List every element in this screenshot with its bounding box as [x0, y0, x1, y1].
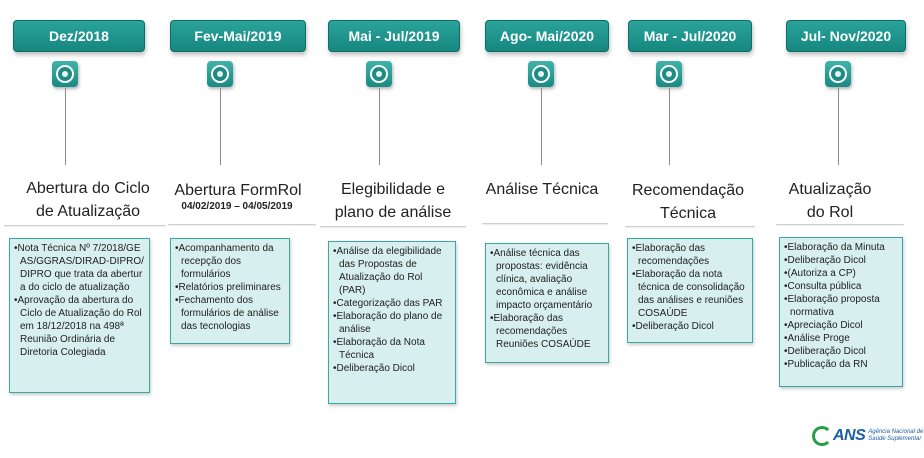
timeline-node-6-icon	[825, 61, 851, 87]
phase-title-6-line-1: Atualização	[788, 181, 872, 198]
timeline-node-3-icon	[366, 61, 392, 87]
phase-title-3-line-2: plano de análise	[334, 204, 452, 221]
phase-4-item-1: Análise técnica das propostas: evidência…	[490, 247, 604, 312]
connector-line-6	[838, 88, 839, 165]
ans-logo-icon	[812, 426, 832, 446]
phase-date-5: Mar - Jul/2020	[628, 20, 752, 52]
phase-3-item-4: Elaboração da Nota Técnica	[333, 336, 451, 362]
phase-box-6: Elaboração da Minuta Deliberação Dicol (…	[779, 237, 903, 387]
phase-title-5-line-2: Técnica	[659, 205, 717, 222]
phase-1-item-2: Aprovação da abertura do Ciclo de Atuali…	[14, 294, 145, 359]
phase-6-item-7: Análise Proge	[784, 332, 898, 345]
phase-5-item-1: Elaboração das recomendações	[632, 242, 748, 268]
phase-date-4: Ago- Mai/2020	[485, 20, 609, 52]
connector-line-4	[541, 88, 542, 165]
timeline-node-5-icon	[656, 61, 682, 87]
phase-box-4: Análise técnica das propostas: evidência…	[485, 243, 609, 363]
connector-line-1	[65, 88, 66, 165]
phase-6-item-4: Consulta pública	[784, 280, 898, 293]
phase-date-2: Fev-Mai/2019	[170, 20, 306, 52]
phase-title-6-line-2: do Rol	[806, 204, 854, 221]
phase-date-3: Mai - Jul/2019	[328, 20, 460, 52]
timeline-node-1-icon	[52, 61, 78, 87]
phase-title-1-line-2: de Atualização	[35, 203, 141, 220]
phase-6-item-2: Deliberação Dicol	[784, 254, 898, 267]
phase-title-2-line-1: Abertura FormRol	[174, 182, 302, 199]
divider-6	[776, 224, 904, 225]
connector-line-2	[220, 88, 221, 165]
phase-6-item-9: Publicação da RN	[784, 358, 898, 371]
phase-3-item-1: Análise da elegibilidade das Propostas d…	[333, 245, 451, 297]
phase-6-item-3: (Autoriza a CP)	[784, 267, 898, 280]
phase-5-item-3: Deliberação Dicol	[632, 320, 748, 333]
phase-title-2: Abertura FormRol	[163, 179, 313, 202]
phase-date-1: Dez/2018	[13, 20, 145, 52]
phase-6-item-5: Elaboração proposta normativa	[784, 293, 898, 319]
phase-title-3-line-1: Elegibilidade e	[340, 181, 446, 198]
ans-logo-mark: ANS	[833, 427, 866, 444]
phase-3-item-5: Deliberação Dicol	[333, 362, 451, 375]
phase-3-item-2: Categorização das PAR	[333, 297, 451, 310]
phase-title-1-line-1: Abertura do Ciclo	[26, 180, 150, 197]
phase-1-item-1: Nota Técnica Nº 7/2018/GEAS/GGRAS/DIRAD-…	[14, 242, 145, 294]
phase-title-6: Atualização do Rol	[770, 178, 890, 224]
phase-title-4-line-1: Análise Técnica	[485, 181, 599, 198]
phase-box-5: Elaboração das recomendações Elaboração …	[627, 238, 753, 343]
phase-date-6: Jul- Nov/2020	[786, 20, 906, 52]
phase-title-1: Abertura do Ciclo de Atualização	[8, 177, 168, 223]
timeline-node-2-icon	[207, 61, 233, 87]
phase-2-item-3: Fechamento dos formulários de análise da…	[175, 294, 285, 333]
divider-1	[4, 225, 166, 226]
phase-3-item-3: Elaboração do plano de análise	[333, 310, 451, 336]
phase-box-2: Acompanhamento da recepção dos formulári…	[170, 238, 290, 344]
phase-6-item-8: Deliberação Dicol	[784, 345, 898, 358]
phase-title-5-line-1: Recomendação	[631, 182, 745, 199]
divider-4	[482, 223, 608, 224]
phase-2-item-2: Relatórios preliminares	[175, 281, 285, 294]
connector-line-3	[379, 88, 380, 165]
timeline-node-4-icon	[528, 61, 554, 87]
divider-3	[320, 226, 466, 227]
phase-6-item-6: Apreciação Dicol	[784, 319, 898, 332]
phase-4-item-2: Elaboração das recomendações Reuniões CO…	[490, 312, 604, 351]
phase-box-3: Análise da elegibilidade das Propostas d…	[328, 241, 456, 404]
divider-2	[168, 224, 316, 225]
connector-line-5	[669, 88, 670, 165]
phase-subdate-2: 04/02/2019 – 04/05/2019	[181, 201, 293, 212]
ans-logo-subtitle: Agência Nacional de Saúde Suplementar	[868, 429, 923, 443]
ans-logo-line-2: Saúde Suplementar	[868, 436, 922, 442]
phase-title-3: Elegibilidade e plano de análise	[318, 178, 468, 224]
phase-6-item-1: Elaboração da Minuta	[784, 241, 898, 254]
ans-logo: ANS Agência Nacional de Saúde Suplementa…	[812, 426, 923, 446]
phase-title-4: Análise Técnica	[472, 178, 612, 201]
phase-box-1: Nota Técnica Nº 7/2018/GEAS/GGRAS/DIRAD-…	[9, 238, 150, 393]
phase-2-item-1: Acompanhamento da recepção dos formulári…	[175, 242, 285, 281]
ans-logo-line-1: Agência Nacional de	[868, 429, 924, 435]
phase-title-5: Recomendação Técnica	[618, 179, 758, 225]
phase-5-item-2: Elaboração da nota técnica de consolidaç…	[632, 268, 748, 320]
divider-5	[625, 226, 755, 227]
